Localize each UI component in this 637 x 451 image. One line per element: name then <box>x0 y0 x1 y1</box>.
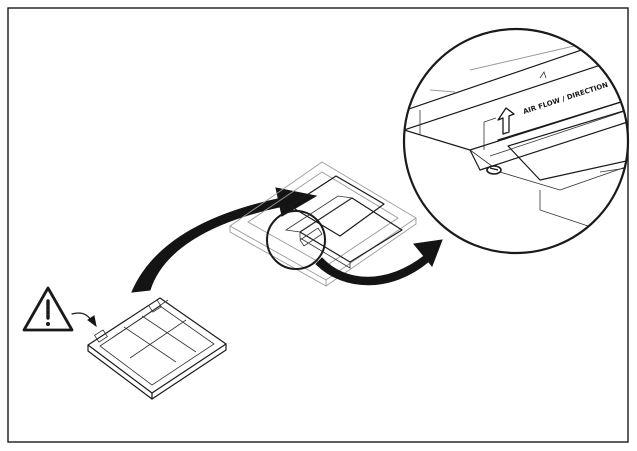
ceiling-cassette-unit <box>229 161 417 287</box>
diagram-frame <box>7 7 629 443</box>
filter-panel <box>87 297 227 400</box>
filter-latch <box>486 165 502 175</box>
curved-arrow-icon <box>315 239 443 286</box>
detail-highlight-circle <box>266 210 326 270</box>
small-curved-arrow-icon <box>71 312 97 328</box>
zoom-detail-view: AIR FLOW / DIRECTION <box>402 27 630 255</box>
warning-triangle-icon <box>22 286 74 332</box>
up-arrow-icon <box>497 107 515 135</box>
curved-arrow-icon <box>131 187 318 293</box>
